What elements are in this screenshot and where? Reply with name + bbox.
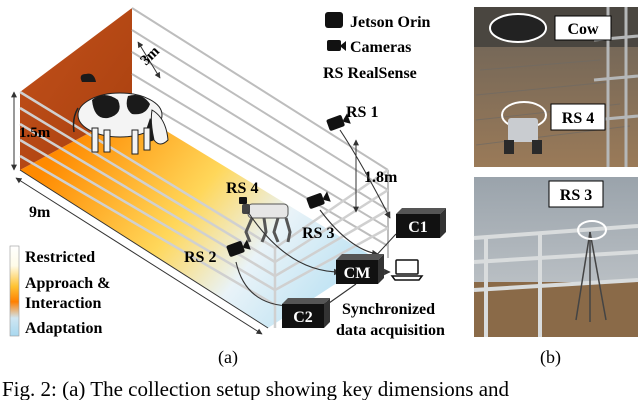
dimension-camera-height-label: 1.8m: [364, 169, 398, 186]
sensor-rs4-camera-icon: [239, 197, 247, 204]
panel-b: Cow RS 4 RS 3 (b): [473, 7, 639, 368]
zone-legend-interaction: Interaction: [25, 295, 102, 312]
device-legend: Jetson Orin Cameras RS RealSense: [323, 12, 431, 82]
jetson-icon: [325, 12, 343, 28]
sensor-rs3-camera-icon: [306, 191, 331, 209]
node-c1-label: C1: [408, 219, 428, 236]
zone-legend-bar: [9, 245, 20, 337]
zone-legend-adaptation: Adaptation: [25, 320, 102, 337]
sensor-rs4-label: RS 4: [226, 180, 258, 197]
sensor-rs2-label: RS 2: [184, 249, 216, 266]
sync-label-line2: data acquisition: [336, 322, 445, 339]
sync-label-line1: Synchronized: [342, 301, 435, 318]
sensor-rs2-camera-icon: [226, 239, 251, 257]
panel-b-label: (b): [540, 347, 561, 368]
realsense-legend-label: RS RealSense: [323, 65, 417, 82]
sensor-rs3-label: RS 3: [302, 225, 334, 242]
photo-rs4-tag: RS 4: [562, 110, 594, 127]
node-c1: C1: [396, 208, 446, 238]
node-cm-label: CM: [344, 265, 371, 282]
photo-bottom: RS 3: [473, 177, 639, 337]
photo-rs3-tag: RS 3: [560, 187, 592, 204]
sensor-rs1-camera-icon: [326, 113, 351, 131]
laptop-icon: [390, 259, 424, 281]
photo-cow-tag: Cow: [567, 21, 599, 38]
figure-caption: Fig. 2: (a) The collection setup showing…: [2, 377, 510, 400]
panel-a-label: (a): [218, 347, 238, 368]
dimension-arrows: [11, 41, 359, 335]
dimension-height-label: 1.5m: [19, 125, 51, 141]
back-wall: [20, 8, 132, 170]
dimension-length-label: 9m: [29, 204, 51, 221]
photo-top: Cow RS 4: [474, 7, 639, 167]
jetson-legend-label: Jetson Orin: [350, 14, 431, 31]
robot-photo-shape: [504, 118, 542, 154]
rs3-highlight-circle: [577, 220, 607, 240]
panel-a: 3m 1.5m 9m 1.8m Jetson Orin Cameras RS R…: [9, 7, 446, 368]
camera-icon: [327, 40, 346, 51]
sensor-rs1-label: RS 1: [346, 104, 378, 121]
zone-legend-approach: Approach &: [25, 275, 111, 292]
node-cm: CM: [336, 254, 384, 284]
far-fence: [131, 7, 389, 258]
cameras-legend-label: Cameras: [350, 39, 411, 56]
cow-illustration: [72, 73, 169, 155]
node-c2-label: C2: [293, 309, 313, 326]
cow-highlight-circle: [489, 13, 547, 43]
zone-legend-restricted: Restricted: [25, 249, 95, 266]
node-c2: C2: [282, 298, 330, 328]
